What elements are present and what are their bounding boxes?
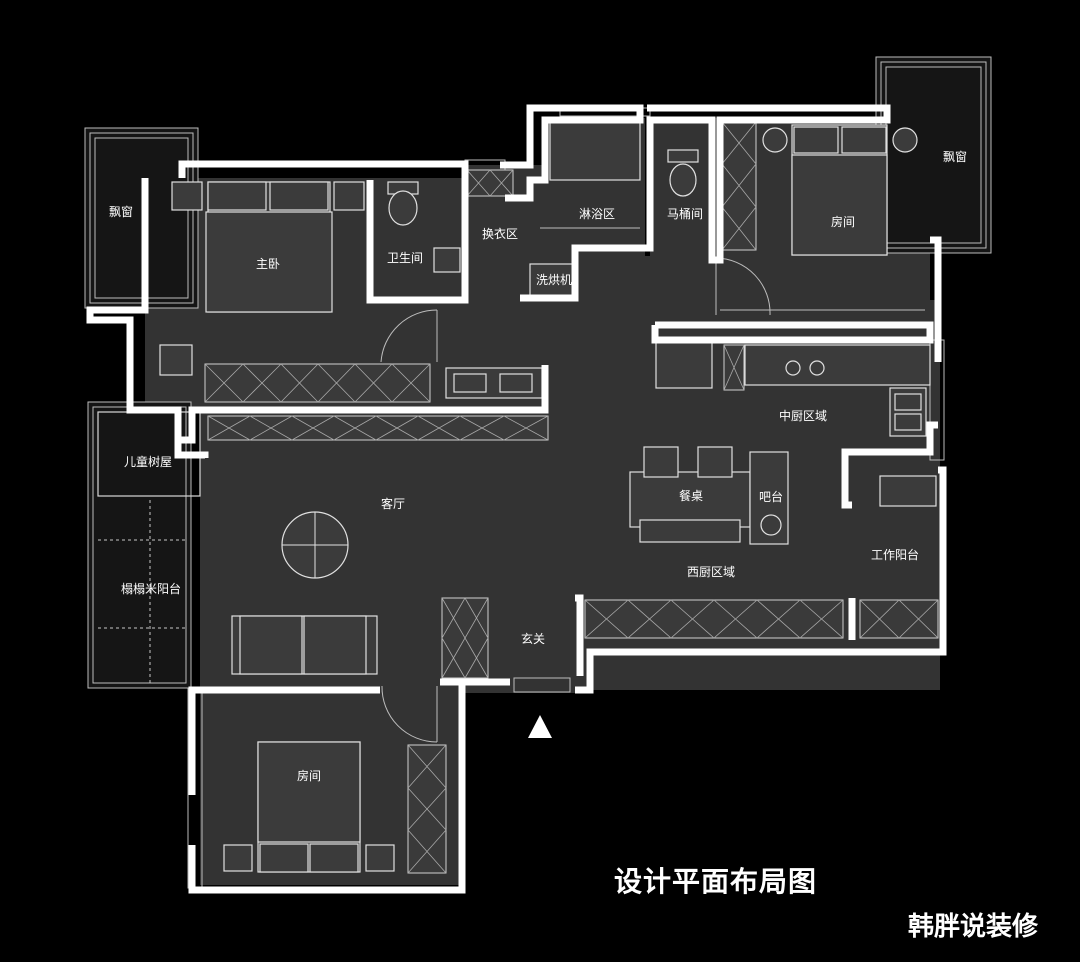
shower-tub [549, 121, 641, 181]
watermark: 韩胖说装修 [908, 912, 1039, 942]
label-bay-window-left: 飘窗 [109, 205, 133, 219]
label-bedroom-ne: 房间 [831, 214, 855, 229]
western-kitchen-cabinet [584, 599, 939, 639]
kitchen-tall-cabinet [723, 344, 745, 391]
living-storage-cabinet [207, 415, 549, 441]
label-kids-treehouse: 儿童树屋 [124, 454, 172, 469]
label-dressing: 换衣区 [482, 226, 518, 241]
sofa [231, 615, 378, 675]
label-bar: 吧台 [759, 489, 783, 504]
label-bedroom-south: 房间 [297, 768, 321, 783]
label-bay-window-right: 飘窗 [943, 150, 967, 164]
label-dining-table: 餐桌 [679, 488, 703, 503]
toilet-master [387, 181, 419, 226]
toilet-room [667, 149, 699, 197]
bed-ne [762, 124, 918, 256]
bay-window-right [875, 56, 992, 254]
entrance-arrow-icon [528, 715, 552, 738]
dressing-cabinet [466, 169, 514, 197]
balcony-left-frame [87, 401, 201, 689]
label-western-kitchen: 西厨区域 [687, 565, 735, 579]
label-master-bedroom: 主卧 [256, 257, 280, 271]
label-work-balcony: 工作阳台 [871, 547, 919, 562]
label-entrance: 玄关 [521, 631, 545, 646]
walls [86, 104, 947, 894]
door-swings [380, 227, 925, 743]
kitchen-counter [655, 341, 931, 437]
label-bathroom: 卫生间 [387, 251, 423, 265]
wardrobe-south [407, 744, 447, 874]
master-desk [159, 344, 193, 376]
balcony-sink [879, 475, 937, 507]
bar-counter [749, 451, 789, 545]
room-labels: 飘窗 主卧 卫生间 换衣区 淋浴区 洗烘机 马桶间 房间 飘窗 儿童树屋 榻榻米… [109, 150, 967, 783]
bed-south [223, 741, 395, 873]
label-chinese-kitchen: 中厨区域 [779, 408, 827, 423]
wardrobe-ne [721, 121, 757, 251]
double-vanity [445, 367, 543, 399]
label-toilet: 马桶间 [667, 206, 703, 221]
wardrobe-master [204, 363, 431, 403]
label-living-room: 客厅 [381, 496, 405, 511]
round-rug [281, 511, 349, 579]
master-bed [171, 181, 365, 313]
dining-table [629, 446, 751, 543]
label-laundry: 洗烘机 [536, 273, 572, 287]
label-tatami-balcony: 榻榻米阳台 [121, 581, 181, 596]
label-shower: 淋浴区 [579, 207, 615, 221]
plan-title: 设计平面布局图 [614, 865, 818, 898]
bathroom-sink [433, 247, 461, 273]
entrance-shoe-cabinet [441, 597, 489, 679]
